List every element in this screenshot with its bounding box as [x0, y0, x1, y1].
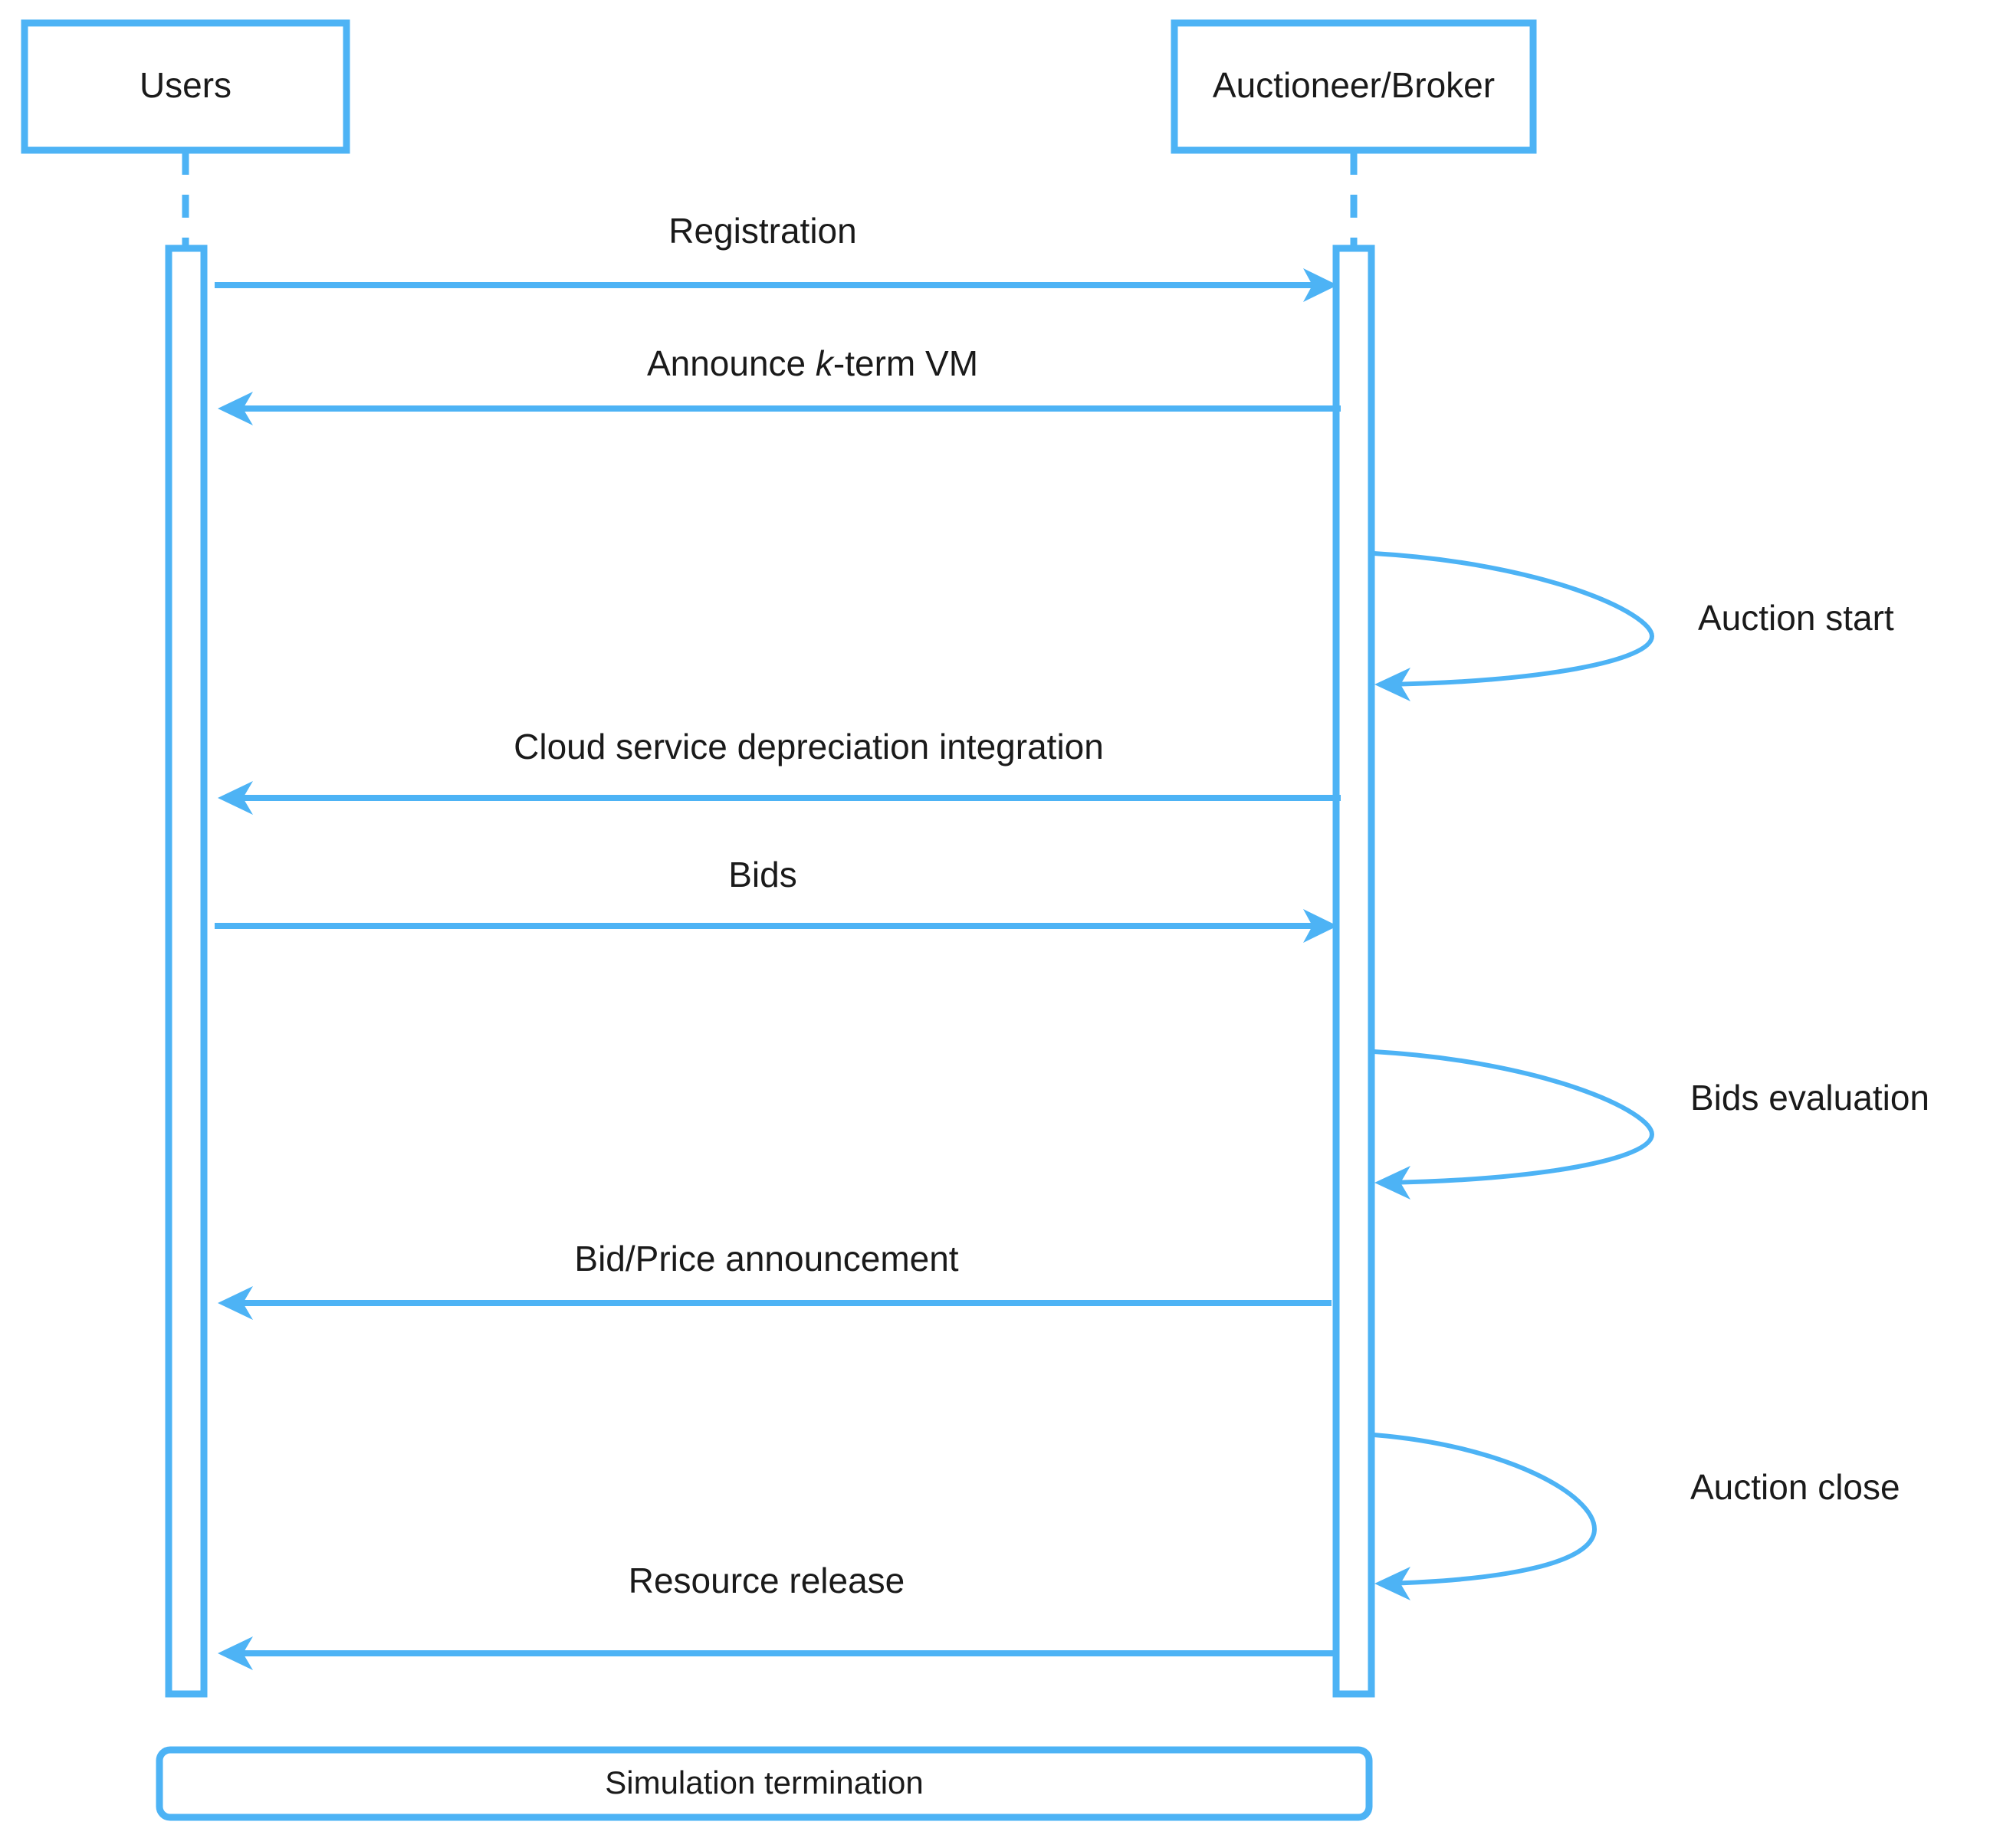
message-cloud-service-depreciation-integration[interactable]: Cloud service depreciation integration	[218, 727, 1341, 815]
message-cloud-service-depreciation-integration-arrowhead	[218, 781, 253, 815]
self-message-auction-close-curve	[1373, 1433, 1598, 1586]
lifeline-users[interactable]: Users	[21, 19, 350, 154]
lifeline-auctioneer[interactable]: Auctioneer/Broker	[1171, 19, 1537, 154]
message-bids-arrowhead	[1303, 909, 1338, 943]
message-bids[interactable]: Bids	[215, 855, 1338, 943]
lifeline-auctioneer-box[interactable]	[1171, 19, 1537, 154]
message-bid-price-announcement-label: Bid/Price announcement	[574, 1239, 958, 1279]
self-message-auction-start[interactable]: Auction start	[1373, 551, 1894, 701]
message-cloud-service-depreciation-integration-label: Cloud service depreciation integration	[514, 727, 1104, 766]
self-message-bids-evaluation-label: Bids evaluation	[1690, 1078, 1929, 1118]
self-message-auction-close-label: Auction close	[1690, 1467, 1900, 1507]
message-bids-label: Bids	[728, 855, 796, 894]
message-resource-release-arrowhead	[218, 1636, 253, 1670]
message-registration-arrowhead	[1303, 268, 1338, 302]
self-message-auction-close-arrowhead	[1374, 1567, 1410, 1600]
note-simulation-termination-box[interactable]	[156, 1746, 1373, 1821]
note-simulation-termination-label: Simulation termination	[605, 1764, 924, 1800]
message-bid-price-announcement-arrowhead	[218, 1286, 253, 1320]
self-message-auction-start-curve	[1373, 551, 1655, 687]
self-message-bids-evaluation-curve	[1373, 1049, 1655, 1185]
self-message-auction-close[interactable]: Auction close	[1373, 1433, 1900, 1600]
message-registration[interactable]: Registration	[215, 211, 1338, 302]
lifeline-users-box[interactable]	[21, 19, 350, 154]
self-message-bids-evaluation[interactable]: Bids evaluation	[1373, 1049, 1929, 1200]
message-resource-release-label: Resource release	[629, 1561, 905, 1600]
activation-bar-auctioneer[interactable]	[1332, 245, 1375, 1698]
message-registration-label: Registration	[668, 211, 856, 251]
message-resource-release[interactable]: Resource release	[218, 1561, 1334, 1670]
message-announce-k-term-vm-arrowhead	[218, 392, 253, 425]
note-simulation-termination[interactable]: Simulation termination	[156, 1746, 1373, 1821]
activation-bar-users[interactable]	[165, 245, 208, 1698]
lifeline-auctioneer-label: Auctioneer/Broker	[1213, 65, 1495, 105]
message-announce-k-term-vm[interactable]: Announce k-term VM	[218, 343, 1341, 425]
self-message-auction-start-label: Auction start	[1698, 598, 1894, 638]
lifeline-users-label: Users	[140, 65, 232, 105]
self-message-auction-start-arrowhead	[1374, 668, 1410, 701]
message-bid-price-announcement[interactable]: Bid/Price announcement	[218, 1239, 1332, 1320]
self-message-bids-evaluation-arrowhead	[1374, 1166, 1410, 1200]
message-announce-k-term-vm-label: Announce k-term VM	[647, 343, 978, 383]
